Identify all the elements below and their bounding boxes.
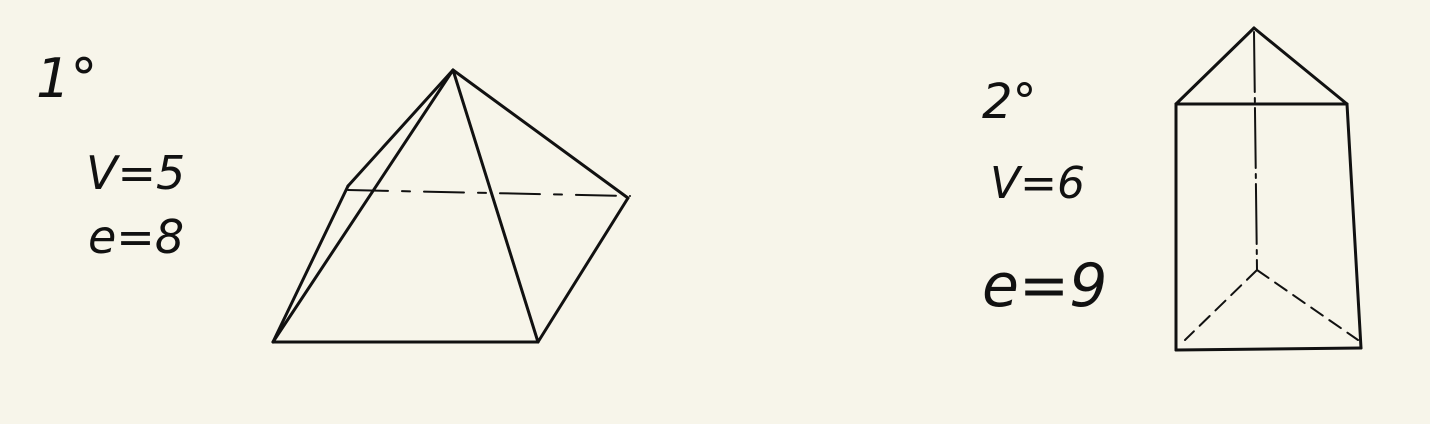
- prism-hidden-bottom-right-edge: [1256, 269, 1359, 341]
- prism-top-left-edge: [1174, 26, 1256, 106]
- pyramid-hidden-base-edge: [347, 189, 631, 197]
- pyramid-lateral-edge-front-right: [451, 68, 540, 344]
- square-pyramid: [271, 68, 631, 344]
- figure-2-edges: e=9: [982, 251, 1108, 321]
- prism-bottom-front-edge: [1174, 346, 1363, 352]
- pyramid-base-right-edge: [536, 196, 630, 344]
- prism-hidden-vertical-edge: [1253, 31, 1258, 271]
- figure-1-edges: e=8: [88, 210, 185, 264]
- prism-top-right-edge: [1252, 26, 1349, 106]
- pyramid-base-left-edge: [271, 184, 350, 344]
- figure-2-number: 2°: [982, 74, 1037, 130]
- figure-1-number: 1°: [36, 47, 98, 110]
- figure-1-vertices: V=5: [86, 146, 186, 200]
- prism-hidden-bottom-left-edge: [1184, 269, 1258, 341]
- triangular-prism: [1174, 26, 1363, 352]
- pyramid-lateral-edge-front-left: [271, 68, 455, 344]
- pyramid-lateral-edge-back-left: [346, 68, 455, 188]
- prism-right-vertical-edge: [1345, 102, 1363, 350]
- pyramid-lateral-edge-back-right: [451, 68, 630, 200]
- figure-2-vertices: V=6: [990, 158, 1085, 209]
